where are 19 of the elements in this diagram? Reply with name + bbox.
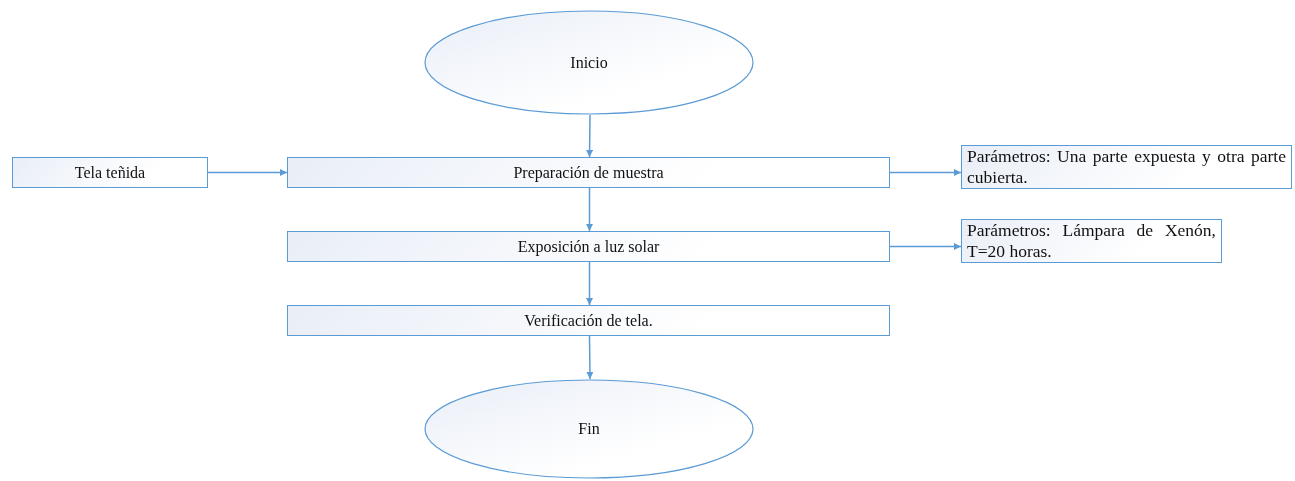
arrow bbox=[586, 261, 593, 306]
process-box bbox=[287, 305, 890, 336]
node-label: Fin bbox=[578, 420, 600, 438]
node-label: Verificación de tela. bbox=[524, 311, 653, 330]
process-box bbox=[287, 157, 890, 188]
node-label: Tela teñida bbox=[74, 163, 146, 182]
process-box bbox=[12, 157, 208, 188]
node-label: Exposición a luz solar bbox=[517, 237, 660, 256]
arrow bbox=[207, 169, 288, 176]
arrow bbox=[889, 243, 962, 250]
node-label: Parámetros: Lámpara de Xenón, T=20 horas. bbox=[967, 220, 1216, 262]
process-box bbox=[287, 231, 890, 262]
arrow bbox=[889, 169, 962, 176]
arrow bbox=[586, 187, 593, 232]
arrow bbox=[586, 335, 594, 380]
node-label: Parámetros: Una parte expuesta y otra parte cubierta. bbox=[967, 146, 1286, 188]
node-label: Inicio bbox=[570, 53, 608, 72]
arrow bbox=[586, 114, 594, 158]
node-label: Preparación de muestra bbox=[513, 163, 664, 182]
